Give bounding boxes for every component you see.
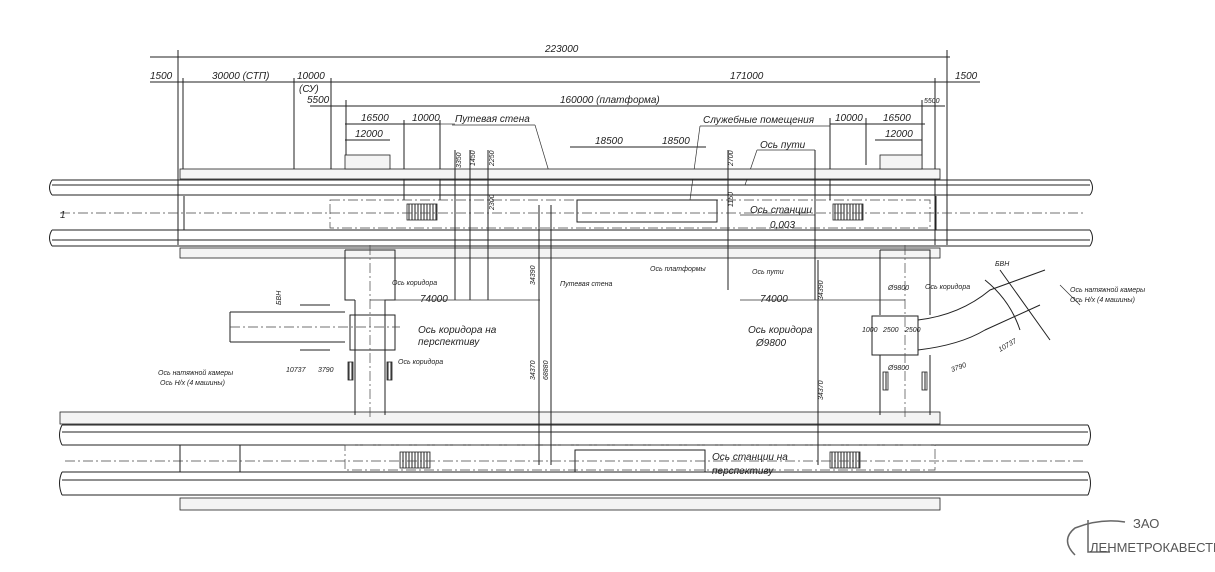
dim-v-1450: 1450: [470, 150, 477, 166]
dim-right-5500: 5500: [924, 98, 940, 105]
label-corridor-axis-left-bottom: Ось коридора: [398, 358, 443, 366]
label-station-future-1: Ось станции на: [712, 452, 788, 463]
label-station-axis: Ось станции: [750, 205, 812, 216]
dim-right-end: 1500: [955, 71, 978, 82]
upper-running-tunnels: [49, 150, 1093, 300]
right-cross-passage: [740, 245, 1081, 420]
annotations: Путевая стена Служебные помещения Ось пу…: [60, 114, 1146, 477]
dim-diam-top: Ø9800: [887, 285, 909, 292]
dim-right-12000: 12000: [885, 129, 913, 140]
dim-18500-b: 18500: [662, 136, 690, 147]
dim-right-10737: 10737: [998, 337, 1019, 353]
section-mark-left: 1: [60, 210, 66, 221]
label-service-rooms: Служебные помещения: [703, 114, 815, 126]
dim-left-5500: 5500: [307, 95, 330, 106]
label-corridor-axis-right: Ось коридора: [748, 325, 813, 336]
lower-running-tunnels: [59, 205, 1091, 511]
dim-left-3790: 3790: [318, 367, 334, 374]
dimension-texts: 223000 1500 30000 (СТП) 10000 (СУ) 17100…: [150, 44, 1019, 400]
dim-v-68880: 68880: [543, 360, 550, 380]
dim-v-34370-a: 34370: [530, 360, 537, 380]
dim-right-10000: 10000: [835, 113, 863, 124]
dim-stp: 30000 (СТП): [212, 71, 270, 82]
dim-right-3790: 3790: [950, 362, 967, 374]
dim-left-16500: 16500: [361, 113, 389, 124]
label-tension-right-2: Ось Н/х (4 машины): [1070, 297, 1135, 304]
dim-left-10000: 10000: [412, 113, 440, 124]
label-track-wall-mid: Путевая стена: [560, 281, 612, 288]
dim-total: 223000: [544, 44, 579, 55]
label-slope: 0,003: [770, 220, 795, 231]
dim-v-2700: 2700: [728, 150, 735, 167]
dim-2500-b: 2500: [904, 327, 921, 334]
dim-span-right: 74000: [760, 294, 788, 305]
label-tension-left-2: Ось Н/х (4 машины): [160, 380, 225, 387]
dim-span-left: 74000: [420, 294, 448, 305]
dim-1000: 1000: [862, 327, 878, 334]
label-corridor-axis-left-top: Ось коридора: [392, 279, 437, 287]
label-corridor-diameter: Ø9800: [755, 338, 786, 349]
label-bvn-right: БВН: [995, 261, 1010, 268]
label-platform-axis: Ось платформы: [650, 266, 707, 273]
dim-left-10737: 10737: [286, 367, 307, 374]
dim-v-34390-a: 34390: [530, 265, 537, 285]
label-station-future-2: перспективу: [712, 466, 774, 477]
dim-platform: 160000 (платформа): [560, 94, 660, 106]
label-bvn-left: БВН: [276, 290, 283, 305]
label-track-axis-top: Ось пути: [760, 140, 806, 151]
dim-2500-a: 2500: [882, 327, 899, 334]
dim-v-2300: 2300: [489, 194, 496, 211]
dim-v-34390-b: 34390: [818, 280, 825, 300]
dim-right-16500: 16500: [883, 113, 911, 124]
dim-main: 171000: [730, 71, 764, 82]
dim-v-34370-b: 34370: [818, 380, 825, 400]
company-logo: ЗАО ЛЕНМЕТРОКАВЕСТРАНС: [1066, 516, 1215, 556]
label-track-wall-top: Путевая стена: [455, 114, 530, 125]
dim-v-3350: 3350: [456, 152, 463, 168]
logo-line2: ЛЕНМЕТРОКАВЕСТРАНС: [1090, 540, 1215, 555]
dim-v-1150: 1150: [728, 192, 735, 207]
label-tension-right-1: Ось натяжной камеры: [1070, 286, 1146, 294]
dim-v-2250: 2250: [489, 150, 496, 167]
label-corridor-axis-right-top: Ось коридора: [925, 283, 970, 291]
left-cross-passage: [229, 245, 540, 420]
dim-left-end: 1500: [150, 71, 173, 82]
label-corridor-future-2: перспективу: [418, 337, 480, 348]
label-track-axis-mid: Ось пути: [752, 269, 784, 276]
logo-line1: ЗАО: [1133, 516, 1159, 531]
dim-18500-a: 18500: [595, 136, 623, 147]
dim-su: 10000: [297, 71, 325, 82]
label-corridor-future-1: Ось коридора на: [418, 325, 497, 336]
dim-su-label: (СУ): [299, 84, 319, 95]
dimension-lines: [150, 50, 980, 245]
label-tension-left-1: Ось натяжной камеры: [158, 369, 234, 377]
dim-left-12000: 12000: [355, 129, 383, 140]
dim-diam-bottom: Ø9800: [887, 365, 909, 372]
